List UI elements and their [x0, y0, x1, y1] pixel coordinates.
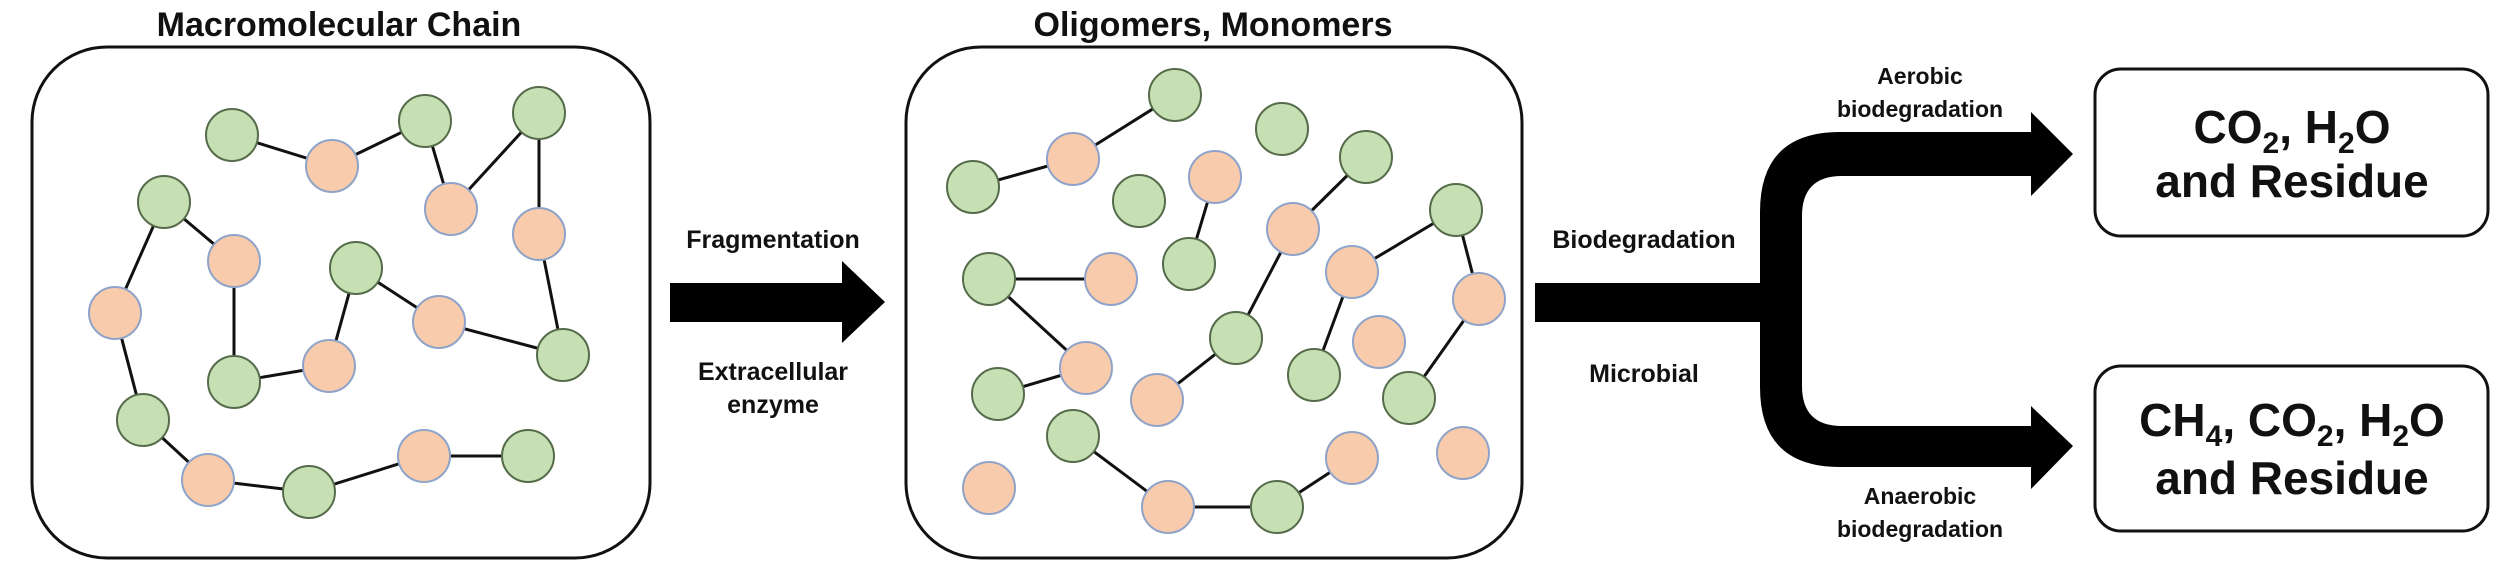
orange-monomer-node: [1325, 431, 1379, 485]
macromolecular-chain-panel: [30, 45, 652, 560]
green-monomer-node: [962, 252, 1016, 306]
anaerobic-label: Anaerobic: [1864, 483, 1977, 509]
anaerobic-products-box: [2093, 364, 2490, 533]
orange-monomer-node: [1452, 272, 1506, 326]
macromolecular-chain-graph: [88, 86, 590, 519]
green-monomer-node: [1046, 409, 1100, 463]
orange-monomer-node: [1352, 315, 1406, 369]
green-monomer-node: [512, 86, 566, 140]
green-monomer-node: [1162, 237, 1216, 291]
green-monomer-node: [1209, 311, 1263, 365]
orange-monomer-node: [1436, 426, 1490, 480]
aerobic-biodegradation-label: biodegradation: [1837, 96, 2003, 122]
green-monomer-node: [1112, 174, 1166, 228]
fragmentation-label: Fragmentation: [686, 226, 860, 254]
anaerobic-biodegradation-label: biodegradation: [1837, 516, 2003, 542]
orange-monomer-node: [424, 182, 478, 236]
orange-monomer-node: [397, 429, 451, 483]
orange-monomer-node: [512, 207, 566, 261]
oligomers-monomers-title: Oligomers, Monomers: [1034, 6, 1393, 44]
orange-monomer-node: [181, 453, 235, 507]
green-monomer-node: [1339, 130, 1393, 184]
orange-monomer-node: [1059, 341, 1113, 395]
biodegradation-arrow-shaft: [1535, 283, 1785, 322]
green-monomer-node: [205, 108, 259, 162]
orange-monomer-node: [1046, 132, 1100, 186]
green-monomer-node: [1250, 480, 1304, 534]
aerobic-arrowhead: [2031, 112, 2073, 196]
green-monomer-node: [946, 160, 1000, 214]
microbial-label: Microbial: [1589, 360, 1699, 388]
orange-monomer-node: [88, 286, 142, 340]
aerobic-products-formula: CO2, H2O: [2194, 101, 2391, 160]
orange-monomer-node: [1266, 202, 1320, 256]
aerobic-products-box: [2093, 67, 2490, 238]
green-monomer-node: [116, 393, 170, 447]
orange-monomer-node: [1325, 245, 1379, 299]
green-monomer-node: [398, 94, 452, 148]
anaerobic-products-formula: CH4, CO2, H2O: [2139, 394, 2445, 453]
orange-monomer-node: [302, 339, 356, 393]
aerobic-products-residue: and Residue: [2155, 155, 2429, 207]
green-monomer-node: [971, 367, 1025, 421]
forked-biodegradation-arrow: [1535, 112, 2073, 489]
green-monomer-node: [501, 429, 555, 483]
orange-monomer-node: [1084, 252, 1138, 306]
macromolecular-chain-title: Macromolecular Chain: [157, 6, 522, 44]
green-monomer-node: [137, 175, 191, 229]
biodegradation-label: Biodegradation: [1552, 226, 1735, 254]
orange-monomer-node: [962, 461, 1016, 515]
anaerobic-arrowhead: [2031, 406, 2073, 489]
oligomers-monomers-graph: [946, 68, 1506, 534]
green-monomer-node: [207, 355, 261, 409]
extracellular-label: Extracellular: [698, 358, 848, 386]
orange-monomer-node: [1130, 373, 1184, 427]
orange-monomer-node: [1188, 150, 1242, 204]
aerobic-label: Aerobic: [1877, 63, 1963, 89]
green-monomer-node: [1429, 183, 1483, 237]
green-monomer-node: [1255, 102, 1309, 156]
green-monomer-node: [1287, 348, 1341, 402]
orange-monomer-node: [1141, 480, 1195, 534]
fragmentation-arrow: [670, 261, 885, 343]
orange-monomer-node: [412, 295, 466, 349]
orange-monomer-node: [305, 139, 359, 193]
fork-branches: [1760, 132, 2031, 467]
green-monomer-node: [536, 328, 590, 382]
green-monomer-node: [282, 465, 336, 519]
anaerobic-products-residue: and Residue: [2155, 452, 2429, 504]
green-monomer-node: [1382, 371, 1436, 425]
green-monomer-node: [1148, 68, 1202, 122]
orange-monomer-node: [207, 234, 261, 288]
green-monomer-node: [329, 241, 383, 295]
enzyme-label: enzyme: [727, 391, 819, 419]
